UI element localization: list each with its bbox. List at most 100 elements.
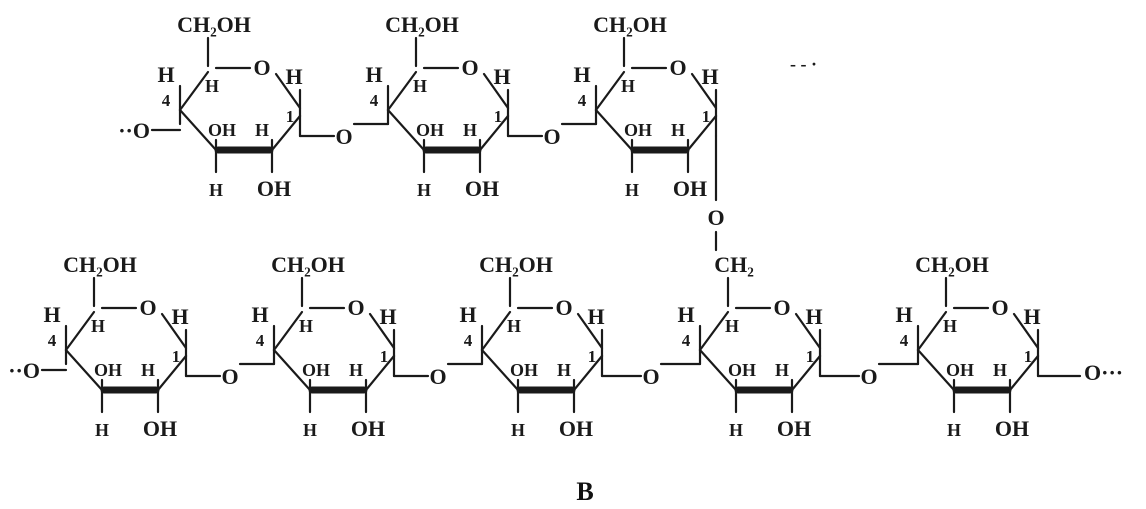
residue-b2-bond-c4-c5 xyxy=(272,310,304,352)
residue-t2-label-h-c1: H xyxy=(493,64,510,89)
residue-b2-label-c1: 1 xyxy=(380,347,389,366)
residue-b2-bond-c4-c3 xyxy=(272,348,312,392)
branch-oxygen: O xyxy=(707,205,724,230)
residue-b3-label-h-c4: H xyxy=(459,302,476,327)
top-chain-trail: - - · xyxy=(790,54,817,74)
residue-b5-label-ring-o: O xyxy=(991,295,1008,320)
residue-b4-label-h-c4: H xyxy=(677,302,694,327)
residue-b1-label-h-c2-up: H xyxy=(141,360,155,380)
residue-t2-label-oh-c2-down: OH xyxy=(465,176,499,201)
linkage-t2-oxygen: O xyxy=(543,124,560,149)
residue-b2-label-oh-c2-down: OH xyxy=(351,416,385,441)
residue-b4-label-ring-o: O xyxy=(773,295,790,320)
residue-t3-label-h-c2-up: H xyxy=(671,120,685,140)
residue-t2-bond-c4-c3 xyxy=(386,108,426,152)
residue-t3-label-h-c1: H xyxy=(701,64,718,89)
residue-t3-label-h-c5: H xyxy=(621,76,635,96)
residue-b1-label-c4: 4 xyxy=(48,331,57,350)
linkage-b3-oxygen: O xyxy=(642,364,659,389)
residue-b5-label-ch2oh: CH₂OH xyxy=(915,252,989,277)
residue-t1-label-c4: 4 xyxy=(162,91,171,110)
residue-t1-bond-c4-c3 xyxy=(178,108,218,152)
residue-t3-label-ch2oh: CH₂OH xyxy=(593,12,667,37)
residue-b3-label-c4: 4 xyxy=(464,331,473,350)
residue-b1-bond-c1-c2 xyxy=(156,354,188,392)
residue-b4-bond-o5-c1 xyxy=(794,312,822,350)
top-chain-start: ··O xyxy=(118,118,150,143)
residue-t1-label-ring-o: O xyxy=(253,55,270,80)
bottom-chain-end: O··· xyxy=(1084,360,1123,385)
residue-b4-label-h-c3-down: H xyxy=(729,420,743,440)
residue-b4-bond-c1-c2 xyxy=(790,354,822,392)
residue-t1-label-oh-c3-up: OH xyxy=(208,120,236,140)
residue-b4-label-ch2: CH₂ xyxy=(714,252,754,277)
residue-b4-label-h-c2-up: H xyxy=(775,360,789,380)
residue-t3-bond-o5-c1 xyxy=(690,72,718,110)
residue-t1-label-h-c5: H xyxy=(205,76,219,96)
residue-t1-label-ch2oh: CH₂OH xyxy=(177,12,251,37)
residue-b2-label-oh-c3-up: OH xyxy=(302,360,330,380)
bottom-chain-start: ··O xyxy=(8,358,40,383)
residue-t1-bond-o5-c1 xyxy=(274,72,302,110)
residue-b2-label-ring-o: O xyxy=(347,295,364,320)
residue-b1-label-h-c5: H xyxy=(91,316,105,336)
residue-t1-label-c1: 1 xyxy=(286,107,295,126)
residue-t2-label-h-c3-down: H xyxy=(417,180,431,200)
residue-b3-bond-c4-c3 xyxy=(480,348,520,392)
residue-b2-label-ch2oh: CH₂OH xyxy=(271,252,345,277)
residue-b4-label-h-c5: H xyxy=(725,316,739,336)
residue-b2-label-h-c2-up: H xyxy=(349,360,363,380)
residue-b3-label-h-c1: H xyxy=(587,304,604,329)
residue-b2-label-h-c5: H xyxy=(299,316,313,336)
residue-b4-label-h-c1: H xyxy=(805,304,822,329)
residue-b4-label-oh-c2-down: OH xyxy=(777,416,811,441)
residue-b1-label-ring-o: O xyxy=(139,295,156,320)
residue-b5-bond-c1-c2 xyxy=(1008,354,1040,392)
residue-b5-bond-c4-c5 xyxy=(916,310,948,352)
residue-b3-label-ring-o: O xyxy=(555,295,572,320)
residue-b5-label-h-c5: H xyxy=(943,316,957,336)
residue-b4-bond-c4-c5 xyxy=(698,310,730,352)
residue-t2-label-c1: 1 xyxy=(494,107,503,126)
residue-t3-label-oh-c2-down: OH xyxy=(673,176,707,201)
residue-t2-label-ch2oh: CH₂OH xyxy=(385,12,459,37)
residue-t3-bond-c4-c5 xyxy=(594,70,626,112)
residue-b5-bond-c4-c3 xyxy=(916,348,956,392)
residue-t2-label-h-c5: H xyxy=(413,76,427,96)
linkage-b1-oxygen: O xyxy=(221,364,238,389)
residue-b4-label-c4: 4 xyxy=(682,331,691,350)
residue-b3-bond-o5-c1 xyxy=(576,312,604,350)
residue-b1-label-ch2oh: CH₂OH xyxy=(63,252,137,277)
residue-b5-label-c4: 4 xyxy=(900,331,909,350)
residue-t1-bond-c4-c5 xyxy=(178,70,210,112)
residue-b3-bond-c1-c2 xyxy=(572,354,604,392)
residue-t3-bond-c1-c2 xyxy=(686,114,718,152)
residue-t1-label-h-c4: H xyxy=(157,62,174,87)
residue-t2-label-h-c2-up: H xyxy=(463,120,477,140)
residue-t2-label-oh-c3-up: OH xyxy=(416,120,444,140)
residue-b1-label-h-c3-down: H xyxy=(95,420,109,440)
residue-b2-bond-o5-c1 xyxy=(368,312,396,350)
residue-b5-label-h-c4: H xyxy=(895,302,912,327)
residue-b3-label-ch2oh: CH₂OH xyxy=(479,252,553,277)
residue-b5-label-h-c2-up: H xyxy=(993,360,1007,380)
residue-b4-label-c1: 1 xyxy=(806,347,815,366)
residue-b5-label-c1: 1 xyxy=(1024,347,1033,366)
residue-b3-bond-c4-c5 xyxy=(480,310,512,352)
residue-t3-label-h-c4: H xyxy=(573,62,590,87)
residue-b3-label-c1: 1 xyxy=(588,347,597,366)
linkage-b4-oxygen: O xyxy=(860,364,877,389)
residue-t1-bond-c1-c2 xyxy=(270,114,302,152)
residue-b5-label-oh-c2-down: OH xyxy=(995,416,1029,441)
residue-b2-label-h-c1: H xyxy=(379,304,396,329)
residue-t3-label-h-c3-down: H xyxy=(625,180,639,200)
residue-b1-label-c1: 1 xyxy=(172,347,181,366)
residue-t3-label-oh-c3-up: OH xyxy=(624,120,652,140)
residue-b3-label-h-c2-up: H xyxy=(557,360,571,380)
linkage-t1-oxygen: O xyxy=(335,124,352,149)
residue-t2-label-ring-o: O xyxy=(461,55,478,80)
residue-b2-label-h-c4: H xyxy=(251,302,268,327)
residue-b4-bond-c4-c3 xyxy=(698,348,738,392)
residue-b3-label-oh-c3-up: OH xyxy=(510,360,538,380)
